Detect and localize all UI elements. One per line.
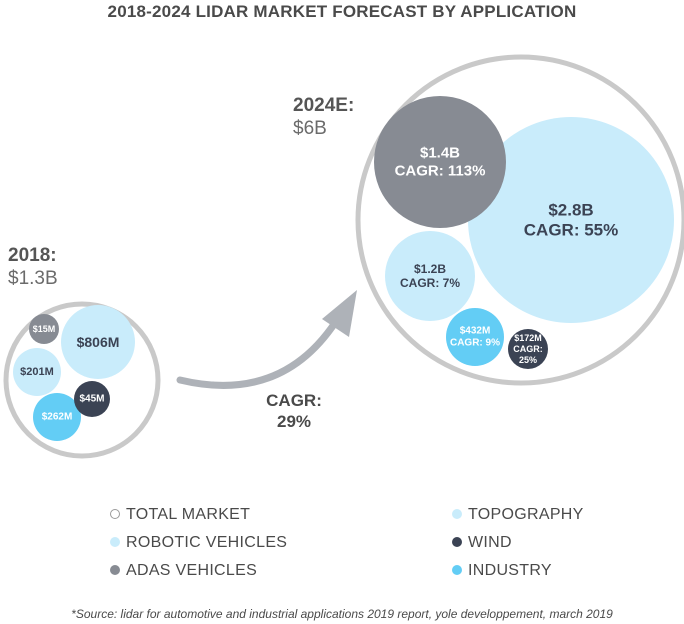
legend-swatch-wind [452, 537, 462, 547]
bubble-topography-2024 [385, 231, 475, 321]
legend-label-industry: INDUSTRY [468, 562, 552, 579]
bubble-value-label-adas-vehicles-2024: $1.4B [420, 145, 460, 162]
bubble-value-label-industry-2018: $262M [42, 412, 73, 423]
chart-title: 2018-2024 LIDAR MARKET FORECAST BY APPLI… [107, 2, 577, 21]
bubble-value-label-robotic-vehicles-2024: $2.8B [548, 200, 593, 219]
bubble-robotic-vehicles-2018 [61, 305, 135, 379]
bubble-wind-2024 [508, 329, 548, 369]
legend-item-wind: WIND [452, 534, 512, 552]
bubble-wind-2018 [74, 381, 110, 417]
overall-cagr: CAGR: 29% [262, 390, 326, 432]
legend-swatch-topography [452, 509, 462, 519]
source-note: *Source: lidar for automotive and indust… [71, 607, 613, 621]
overall-cagr-value: 29% [276, 412, 312, 431]
bubble-cagr-label-robotic-vehicles-2024: CAGR: 55% [524, 221, 618, 240]
bubble-value-label-wind-2018: $45M [79, 394, 104, 405]
legend-swatch-total-market [110, 509, 120, 519]
legend-swatch-adas-vehicles [110, 565, 120, 575]
bubble-topography-2018 [13, 348, 61, 396]
bubble-value-label-industry-2024: $432M [460, 326, 491, 337]
bubble-value-label-topography-2024: $1.2B [414, 262, 446, 276]
legend-item-topography: TOPOGRAPHY [452, 506, 584, 524]
legend-item-robotic-vehicles: ROBOTIC VEHICLES [110, 534, 287, 552]
bubble-value-label-wind-2024: $172M [514, 333, 542, 343]
growth-arrow-shaft [176, 311, 344, 389]
bubble-value-label-topography-2018: $201M [20, 366, 54, 378]
year-label-2024: 2024E: [293, 95, 355, 116]
bubble-value-label-adas-vehicles-2018: $15M [33, 324, 56, 334]
growth-arrow-head [322, 290, 357, 337]
legend-item-adas-vehicles: ADAS VEHICLES [110, 562, 257, 580]
bubble-adas-vehicles-2018 [29, 314, 59, 344]
bubble-cagr-label-topography-2024: CAGR: 7% [400, 276, 460, 290]
legend-item-total-market: TOTAL MARKET [110, 506, 250, 524]
bubble-robotic-vehicles-2024 [468, 117, 674, 323]
overall-cagr-label: CAGR: [266, 391, 322, 410]
legend-label-topography: TOPOGRAPHY [468, 506, 584, 523]
legend-label-wind: WIND [468, 534, 512, 551]
legend-item-industry: INDUSTRY [452, 562, 552, 580]
bubble-cagr-label-wind-2024: 25% [519, 355, 537, 365]
legend-label-robotic-vehicles: ROBOTIC VEHICLES [126, 534, 288, 551]
legend-swatch-robotic-vehicles [110, 537, 120, 547]
bubble-industry-2018 [33, 393, 81, 441]
total-label-2024: $6B [293, 118, 327, 139]
bubble-value-label-robotic-vehicles-2018: $806M [77, 334, 120, 350]
bubble-cagr-label-industry-2024: CAGR: 9% [450, 338, 500, 349]
legend-label-total-market: TOTAL MARKET [126, 506, 251, 523]
legend-swatch-industry [452, 565, 462, 575]
legend-label-adas-vehicles: ADAS VEHICLES [126, 562, 258, 579]
bubble-cagr-label-adas-vehicles-2024: CAGR: 113% [395, 163, 486, 180]
bubble-adas-vehicles-2024 [374, 96, 506, 228]
bubble-industry-2024 [446, 308, 504, 366]
year-label-2018: 2018: [8, 245, 57, 266]
bubble-cagr-label-wind-2024: CAGR: [513, 344, 543, 354]
total-label-2018: $1.3B [8, 268, 58, 289]
